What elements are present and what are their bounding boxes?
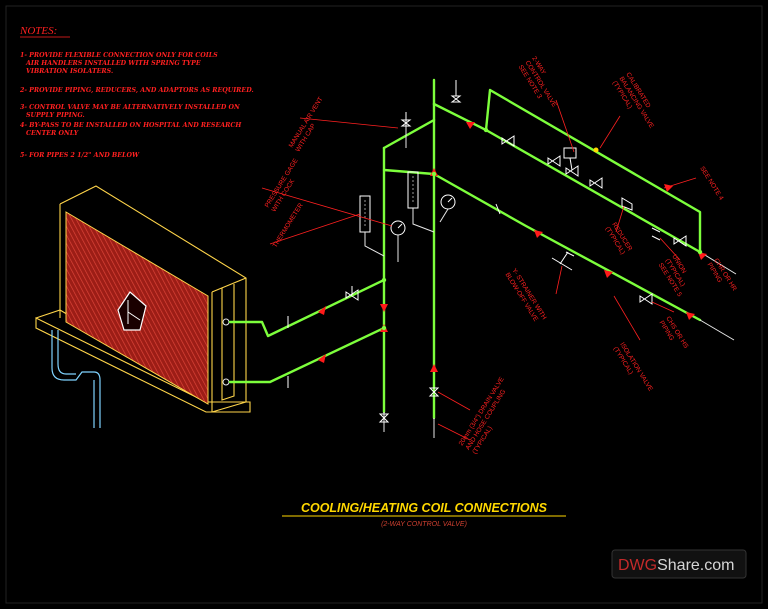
condensate-trap <box>51 330 101 428</box>
isolation-valve-icon <box>547 155 561 167</box>
notes-title: NOTES: <box>19 25 57 37</box>
note-3b: SUPPLY PIPING. <box>26 112 85 119</box>
pressure-gage-icon <box>439 194 456 223</box>
strainer-icon <box>551 251 575 271</box>
watermark-brand-b: Share.com <box>657 557 734 574</box>
flow-arrow <box>318 306 326 315</box>
watermark-brand-a: DWG <box>618 557 657 574</box>
coil-unit <box>35 185 251 428</box>
flow-arrow <box>430 364 438 372</box>
reducer-icon <box>621 197 633 211</box>
valves <box>345 80 687 423</box>
drain-valve-icon <box>378 413 390 423</box>
svg-text:DWGShare.com: DWGShare.com <box>618 557 734 574</box>
note-1a: 1- PROVIDE FLEXIBLE CONNECTION ONLY FOR … <box>20 52 218 59</box>
note-3a: 3- CONTROL VALVE MAY BE ALTERNATIVELY IN… <box>20 104 240 111</box>
drawing-border <box>5 5 763 604</box>
note-5: 5- FOR PIPES 2 1/2" AND BELOW <box>20 152 140 159</box>
callouts: MANUAL AIR VENT WITH CAP PRESSURE GAGE W… <box>264 55 738 455</box>
drawing-title: COOLING/HEATING COIL CONNECTIONS <box>301 501 548 515</box>
flow-arrow <box>534 230 543 238</box>
coil-logo-icon <box>117 291 147 331</box>
title-block: COOLING/HEATING COIL CONNECTIONS (2-WAY … <box>282 501 566 528</box>
drain-valve-icon <box>428 387 440 397</box>
note-2: 2- PROVIDE PIPING, REDUCERS, AND ADAPTOR… <box>19 87 254 94</box>
note-1c: VIBRATION ISOLATERS. <box>26 68 113 75</box>
notes-block: NOTES: 1- PROVIDE FLEXIBLE CONNECTION ON… <box>19 25 254 159</box>
control-valve-icon <box>563 147 579 177</box>
flow-arrow <box>604 270 613 278</box>
flow-arrow <box>466 122 475 129</box>
note-4b: CENTER ONLY <box>26 130 79 137</box>
thermometer-icon <box>359 195 385 257</box>
air-vent-icon <box>450 80 462 103</box>
union-icon <box>651 227 661 241</box>
thermometer-icon <box>407 171 435 233</box>
note-1b: AIR HANDLERS INSTALLED WITH SPRING TYPE <box>25 60 201 67</box>
air-vent-icon <box>400 112 412 127</box>
callout-see-note-4: SEE NOTE 4 <box>698 165 724 202</box>
watermark-logo: DWGShare.com <box>611 549 747 579</box>
balancing-valve-icon <box>589 147 603 189</box>
flow-arrows <box>318 122 707 372</box>
leader-lines <box>261 99 697 441</box>
isolation-valve-icon <box>639 293 653 305</box>
flow-arrow <box>686 312 695 320</box>
instruments <box>359 171 456 262</box>
note-4a: 4- BY-PASS TO BE INSTALLED ON HOSPITAL A… <box>20 122 242 129</box>
flow-arrow <box>318 354 326 363</box>
isolation-valve-icon <box>345 286 359 301</box>
pressure-gage-icon <box>390 220 406 262</box>
flow-arrow <box>380 304 388 312</box>
isolation-valve-icon <box>501 135 515 147</box>
joints <box>287 127 703 388</box>
drawing-subtitle: (2-WAY CONTROL VALVE) <box>381 521 467 528</box>
isolation-valve-icon <box>673 235 687 247</box>
